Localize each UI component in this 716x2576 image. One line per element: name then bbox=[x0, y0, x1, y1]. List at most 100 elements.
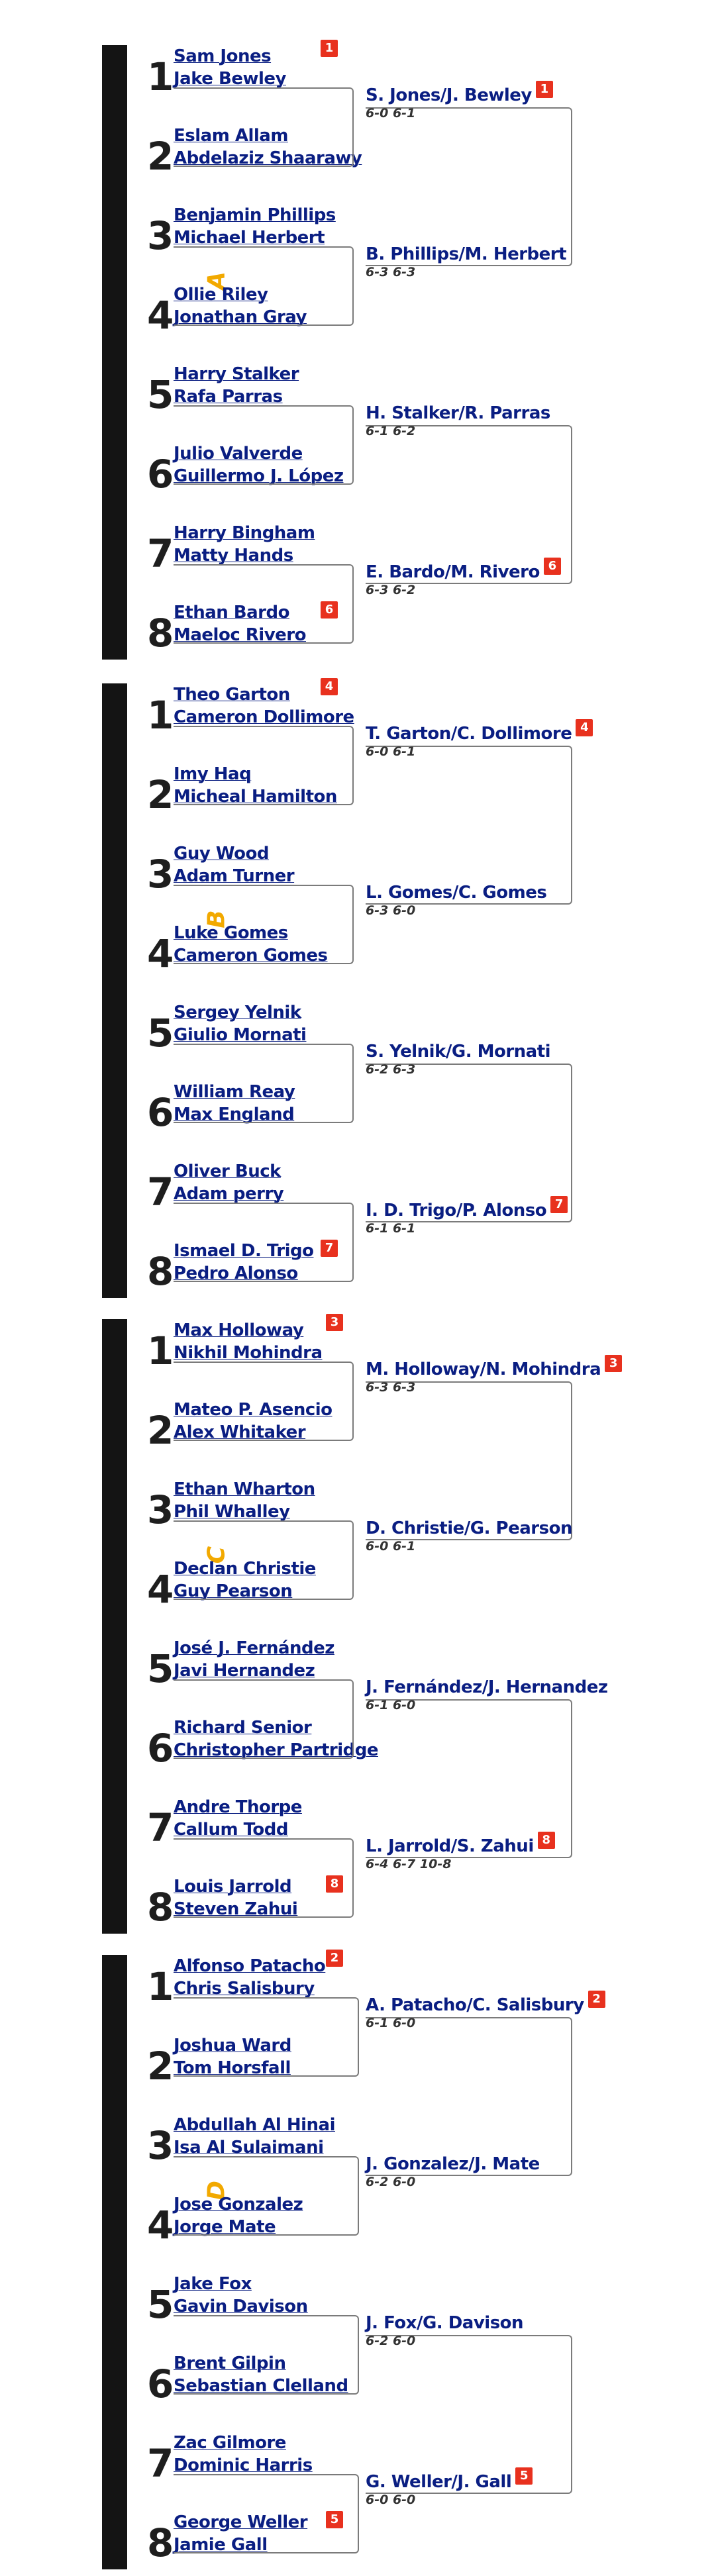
winner-name[interactable]: L. Gomes/C. Gomes bbox=[366, 883, 547, 903]
seed-number: 1 bbox=[147, 693, 174, 738]
player-one-link[interactable]: Joshua Ward bbox=[174, 2036, 291, 2056]
player-two-link[interactable]: Pedro Alonso bbox=[174, 1263, 298, 1283]
bracket-connector-final bbox=[366, 746, 572, 905]
match-score: 6-2 6-3 bbox=[366, 1062, 416, 1077]
player-two-link[interactable]: Max England bbox=[174, 1105, 295, 1124]
player-two-link[interactable]: Cameron Gomes bbox=[174, 946, 328, 966]
player-two-link[interactable]: Adam Turner bbox=[174, 866, 295, 886]
seed-number: 8 bbox=[147, 2520, 174, 2565]
player-two-link[interactable]: Rafa Parras bbox=[174, 387, 283, 407]
winner-name[interactable]: I. D. Trigo/P. Alonso bbox=[366, 1201, 547, 1220]
player-one-link[interactable]: Mateo P. Asencio bbox=[174, 1400, 332, 1420]
player-two-link[interactable]: Nikhil Mohindra bbox=[174, 1343, 323, 1363]
player-one-link[interactable]: Harry Stalker bbox=[174, 364, 299, 384]
winner-name[interactable]: E. Bardo/M. Rivero bbox=[366, 562, 540, 582]
seed-number: 4 bbox=[147, 1567, 174, 1612]
winner-name[interactable]: A. Patacho/C. Salisbury bbox=[366, 1995, 584, 2015]
player-one-link[interactable]: Ethan Wharton bbox=[174, 1479, 315, 1499]
player-one-link[interactable]: Declan Christie bbox=[174, 1559, 316, 1579]
seed-badge: 5 bbox=[515, 2467, 533, 2485]
winner-name[interactable]: S. Jones/J. Bewley bbox=[366, 85, 532, 105]
winner-name[interactable]: S. Yelnik/G. Mornati bbox=[366, 1042, 551, 1062]
player-one-link[interactable]: Louis Jarrold bbox=[174, 1877, 292, 1897]
player-one-link[interactable]: Ismael D. Trigo bbox=[174, 1241, 314, 1261]
player-two-link[interactable]: Jake Bewley bbox=[174, 69, 286, 89]
player-two-link[interactable]: Gavin Davison bbox=[174, 2297, 308, 2316]
winner-name[interactable]: G. Weller/J. Gall bbox=[366, 2472, 512, 2492]
bracket-connector bbox=[174, 87, 354, 167]
player-two-link[interactable]: Javi Hernandez bbox=[174, 1661, 315, 1681]
player-two-link[interactable]: Callum Todd bbox=[174, 1820, 288, 1840]
player-two-link[interactable]: Matty Hands bbox=[174, 546, 293, 566]
player-two-link[interactable]: Chris Salisbury bbox=[174, 1979, 315, 1999]
player-two-link[interactable]: Christopher Partridge bbox=[174, 1740, 378, 1760]
seed-number: 6 bbox=[147, 452, 174, 497]
player-one-link[interactable]: Guy Wood bbox=[174, 844, 269, 864]
player-one-link[interactable]: Theo Garton bbox=[174, 685, 290, 705]
winner-name[interactable]: H. Stalker/R. Parras bbox=[366, 403, 550, 423]
player-one-link[interactable]: Alfonso Patacho bbox=[174, 1956, 326, 1976]
player-one-link[interactable]: José J. Fernández bbox=[174, 1638, 334, 1658]
player-two-link[interactable]: Isa Al Sulaimani bbox=[174, 2138, 324, 2157]
player-one-link[interactable]: Jose Gonzalez bbox=[174, 2195, 303, 2214]
winner-name[interactable]: B. Phillips/M. Herbert bbox=[366, 244, 567, 264]
bracket-connector bbox=[174, 885, 354, 964]
player-two-link[interactable]: Micheal Hamilton bbox=[174, 787, 337, 807]
player-two-link[interactable]: Cameron Dollimore bbox=[174, 707, 354, 727]
player-two-link[interactable]: Jamie Gall bbox=[174, 2535, 268, 2555]
player-two-link[interactable]: Steven Zahui bbox=[174, 1899, 298, 1919]
player-one-link[interactable]: William Reay bbox=[174, 1082, 295, 1102]
player-two-link[interactable]: Jonathan Gray bbox=[174, 307, 307, 327]
player-one-link[interactable]: Max Holloway bbox=[174, 1320, 304, 1340]
player-two-link[interactable]: Abdelaziz Shaarawy bbox=[174, 148, 362, 168]
winner-name[interactable]: M. Holloway/N. Mohindra bbox=[366, 1360, 601, 1379]
player-two-link[interactable]: Giulio Mornati bbox=[174, 1025, 307, 1045]
player-two-link[interactable]: Jorge Mate bbox=[174, 2217, 276, 2237]
player-two-link[interactable]: Alex Whitaker bbox=[174, 1422, 306, 1442]
player-one-link[interactable]: Benjamin Phillips bbox=[174, 205, 336, 225]
player-two-link[interactable]: Dominic Harris bbox=[174, 2455, 313, 2475]
player-two-link[interactable]: Guy Pearson bbox=[174, 1581, 293, 1601]
player-one-link[interactable]: Andre Thorpe bbox=[174, 1797, 302, 1817]
player-one-link[interactable]: Julio Valverde bbox=[174, 444, 303, 464]
player-one-link[interactable]: Harry Bingham bbox=[174, 523, 315, 543]
player-one-link[interactable]: Zac Gilmore bbox=[174, 2433, 286, 2453]
player-one-link[interactable]: Eslam Allam bbox=[174, 126, 288, 146]
winner-name[interactable]: J. Fox/G. Davison bbox=[366, 2313, 524, 2333]
winner-name[interactable]: T. Garton/C. Dollimore bbox=[366, 724, 572, 744]
group-label-bar: GROUP D bbox=[102, 1955, 230, 2569]
player-one-link[interactable]: George Weller bbox=[174, 2512, 308, 2532]
player-one-link[interactable]: Abdullah Al Hinai bbox=[174, 2115, 336, 2135]
player-one-link[interactable]: Sam Jones bbox=[174, 46, 272, 66]
player-one-link[interactable]: Jake Fox bbox=[174, 2274, 252, 2294]
player-one-link[interactable]: Richard Senior bbox=[174, 1718, 312, 1738]
winner-name[interactable]: D. Christie/G. Pearson bbox=[366, 1518, 572, 1538]
winner-name[interactable]: J. Gonzalez/J. Mate bbox=[366, 2154, 540, 2174]
player-two-link[interactable]: Michael Herbert bbox=[174, 228, 325, 248]
player-two-link[interactable]: Tom Horsfall bbox=[174, 2058, 291, 2078]
player-one-link[interactable]: Brent Gilpin bbox=[174, 2353, 286, 2373]
player-two-link[interactable]: Phil Whalley bbox=[174, 1502, 290, 1522]
seed-number: 4 bbox=[147, 931, 174, 976]
bracket-connector bbox=[174, 564, 354, 644]
player-one-link[interactable]: Ethan Bardo bbox=[174, 603, 289, 622]
player-two-link[interactable]: Adam perry bbox=[174, 1184, 284, 1204]
player-one-link[interactable]: Ollie Riley bbox=[174, 285, 268, 305]
winner-name[interactable]: L. Jarrold/S. Zahui bbox=[366, 1836, 534, 1856]
player-one-link[interactable]: Sergey Yelnik bbox=[174, 1003, 301, 1022]
match-score: 6-3 6-3 bbox=[366, 265, 416, 279]
player-one-link[interactable]: Imy Haq bbox=[174, 764, 252, 784]
player-two-link[interactable]: Guillermo J. López bbox=[174, 466, 344, 486]
seed-number: 4 bbox=[147, 293, 174, 338]
seed-badge: 5 bbox=[326, 2511, 343, 2528]
player-one-link[interactable]: Luke Gomes bbox=[174, 923, 288, 943]
winner-name[interactable]: J. Fernández/J. Hernandez bbox=[366, 1677, 608, 1697]
player-two-link[interactable]: Maeloc Rivero bbox=[174, 625, 307, 645]
player-two-link[interactable]: Sebastian Clelland bbox=[174, 2376, 348, 2396]
player-one-link[interactable]: Oliver Buck bbox=[174, 1162, 281, 1181]
seed-number: 6 bbox=[147, 1090, 174, 1135]
